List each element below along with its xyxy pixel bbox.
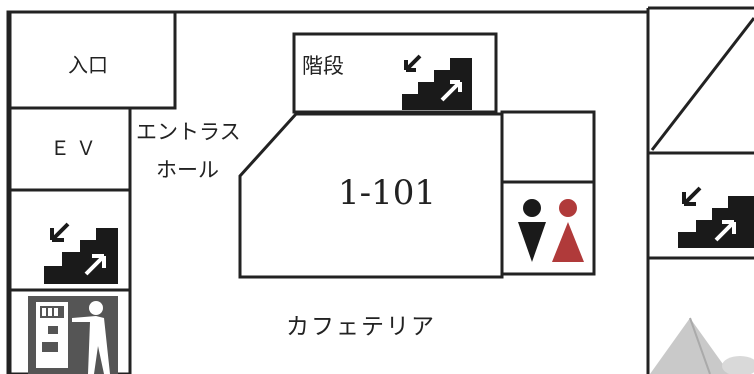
room-1-101-wall xyxy=(238,112,504,279)
outer-wall xyxy=(6,10,648,374)
vending-room xyxy=(8,288,132,374)
entrance-hall-label-line-1: エントラス xyxy=(136,120,241,144)
stairs-room-top xyxy=(292,32,498,114)
stairs-icon-top xyxy=(400,46,472,110)
entrance-hall-label-line-2: ホール xyxy=(156,158,219,182)
restroom-room xyxy=(500,180,596,276)
stairs-label: 階段 xyxy=(302,54,344,78)
stairs-icon-right xyxy=(678,186,754,248)
tent-shape xyxy=(650,317,754,374)
vending-machine-icon xyxy=(28,296,118,374)
small-room xyxy=(500,110,596,184)
restroom-icon xyxy=(518,199,584,262)
entrance-label: 入口 xyxy=(68,53,108,77)
tent-roof-line xyxy=(650,17,754,151)
stairs-icon-left xyxy=(44,222,118,284)
room-1-101-label: 1-101 xyxy=(338,173,437,213)
cafeteria-label: カフェテリア xyxy=(286,314,436,340)
elevator-label: ＥＶ xyxy=(50,136,102,160)
